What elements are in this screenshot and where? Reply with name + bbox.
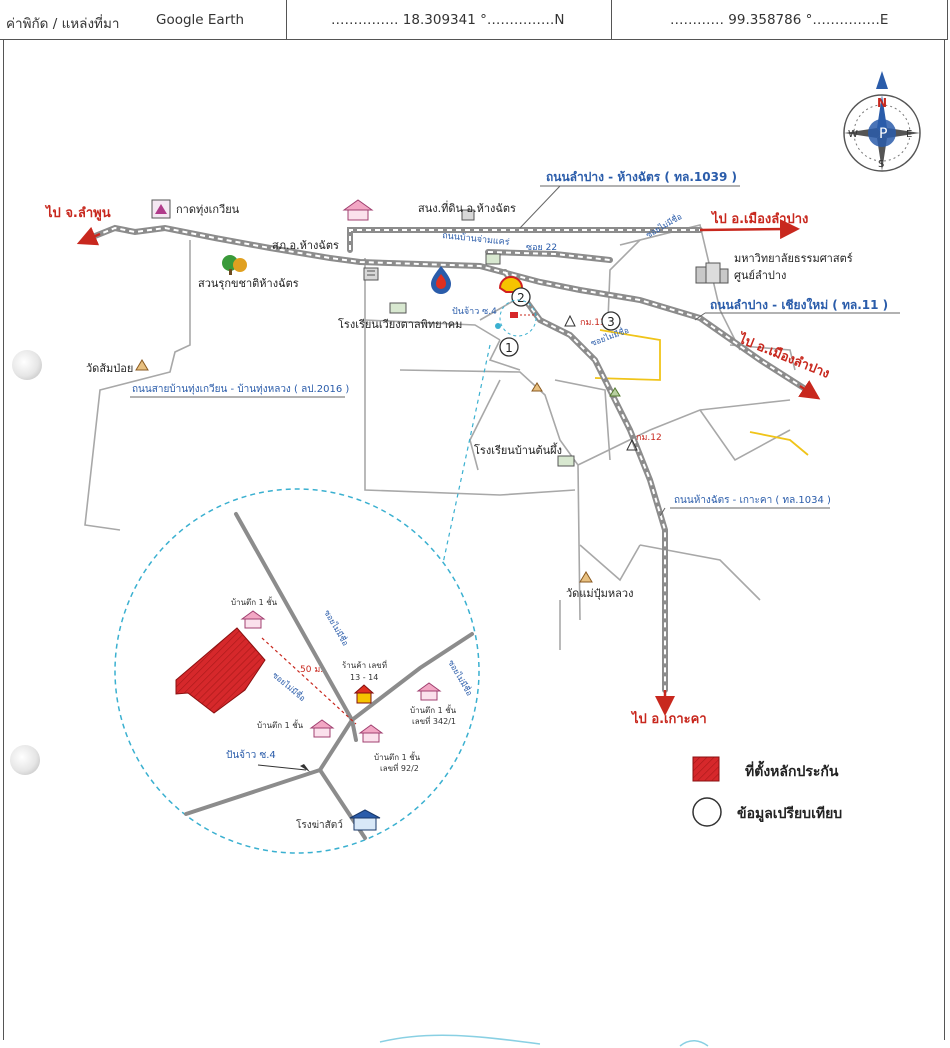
- km-post-icon-2: [626, 438, 638, 451]
- tree-park-icon: [222, 255, 247, 275]
- place-police: สภ.อ.ห้างฉัตร: [272, 239, 339, 252]
- place-suan-rukkhachat: สวนรุกขชาติห้างฉัตร: [198, 277, 299, 290]
- svg-text:1: 1: [505, 341, 513, 355]
- shop-icon: [485, 253, 501, 265]
- inset-detail: [114, 488, 480, 854]
- punch-hole-bottom: [10, 745, 40, 775]
- inset-connector: [441, 344, 491, 569]
- inset-shop-label: ร้านค้า เลขที่: [342, 659, 387, 670]
- marker-3: 3: [601, 311, 621, 331]
- inset-house-right: [416, 682, 442, 701]
- dest-lamphun: ไป จ.ลำพูน: [44, 204, 111, 221]
- compass-e: E: [906, 129, 912, 140]
- longitude-cell: ………… 99.358786 °……………E: [612, 0, 948, 40]
- road-lampang-chiangmai: ถนนลำปาง - เชียงใหม่ ( ทล.11 ): [710, 297, 888, 312]
- place-wat-mae-pum-luang: วัดแม่ปุ๋มหลวง: [566, 587, 633, 600]
- road-lampang-hangchat: ถนนลำปาง - ห้างฉัตร ( ทล.1039 ): [546, 170, 737, 184]
- school-icon-2: [557, 455, 575, 467]
- source-label: ค่าพิกัด / แหล่งที่มา: [6, 16, 120, 32]
- school-icon: [389, 302, 407, 314]
- inset-house-left: [309, 719, 335, 738]
- header-bar: ค่าพิกัด / แหล่งที่มา Google Earth ………………: [0, 0, 950, 42]
- latitude-cell: …………… 18.309341 °……………N: [287, 0, 612, 40]
- legend-collateral-swatch: [692, 756, 720, 782]
- market-icon: [151, 199, 171, 219]
- bottom-swirl: [379, 1034, 709, 1047]
- land-office-icon: [461, 209, 475, 221]
- inset-slaughterhouse-label: โรงฆ่าสัตว์: [296, 818, 343, 831]
- ptt-station-icon: [431, 266, 451, 294]
- map-frame: [3, 40, 945, 1040]
- dest-muang-lampang-top: ไป อ.เมืองลำปาง: [710, 210, 808, 227]
- road-pan-chang: ปันจ้าว ซ.4: [452, 306, 497, 317]
- place-school-ton-phueng: โรงเรียนบ้านต้นผึ้ง: [474, 442, 562, 457]
- dest-ko-kha: ไป อ.เกาะคา: [630, 710, 707, 727]
- inset-house-mid-label: บ้านตึก 1 ชั้น: [374, 751, 421, 762]
- place-land-office: สนง.ที่ดิน อ.ห้างฉัตร: [418, 200, 516, 215]
- longitude-value: ………… 99.358786 °……………E: [670, 12, 889, 28]
- punch-hole-top: [12, 350, 42, 380]
- inset-distance: 50 ม.: [300, 665, 323, 675]
- road-km13: กม.13: [580, 318, 606, 328]
- inset-house-mid-no: เลขที่ 92/2: [380, 762, 419, 773]
- source-value: Google Earth: [156, 12, 245, 28]
- compass-w: W: [848, 129, 858, 140]
- temple-icon: [135, 359, 149, 371]
- marker-1: 1: [499, 337, 519, 357]
- inset-house-top-label: บ้านตึก 1 ชั้น: [231, 596, 278, 607]
- temple-icon-4: [609, 387, 621, 397]
- road-hangchat-kokha: ถนนห้างฉัตร - เกาะคา ( ทล.1034 ): [674, 494, 831, 506]
- compass-n: N: [877, 96, 887, 110]
- place-university: มหาวิทยาลัยธรรมศาสตร์: [734, 252, 853, 265]
- police-icon: [363, 267, 379, 281]
- compass-s: S: [878, 159, 884, 170]
- university-icon: [695, 262, 729, 284]
- inset-house-right-label: บ้านตึก 1 ชั้น: [410, 704, 457, 715]
- marker-2: 2: [511, 287, 531, 307]
- inset-house-mid: [358, 724, 384, 743]
- inset-house-left-label: บ้านตึก 1 ชั้น: [257, 719, 304, 730]
- subject-location-marker: [495, 299, 537, 337]
- legend-collateral-label: ที่ตั้งหลักประกัน: [745, 760, 839, 780]
- legend-comparison-swatch: [692, 797, 722, 827]
- road-thung-kwian: ถนนสายบ้านทุ่งเกวียน - บ้านทุ่งหลวง ( ลป…: [132, 383, 349, 395]
- inset-shop: [353, 684, 375, 704]
- inset-house-top: [240, 610, 266, 629]
- road-km12: กม.12: [636, 433, 662, 443]
- latitude-value: …………… 18.309341 °……………N: [331, 12, 565, 28]
- place-wat-som-poi: วัดส้มป่อย: [86, 362, 133, 375]
- house-icon: [342, 199, 374, 221]
- km-post-icon: [564, 314, 576, 327]
- destination-arrows: [76, 219, 821, 716]
- inset-house-right-no: เลขที่ 342/1: [412, 715, 456, 726]
- svg-text:2: 2: [517, 291, 525, 305]
- svg-text:3: 3: [607, 315, 615, 329]
- minor-roads: [84, 224, 796, 650]
- inset-pan-chang: ปันจ้าว ซ.4: [226, 749, 276, 761]
- inset-slaughterhouse: [349, 809, 381, 831]
- road-soi-22: ซอย 22: [526, 243, 557, 253]
- inset-shop-no: 13 - 14: [350, 673, 378, 682]
- temple-icon-2: [579, 571, 593, 583]
- road-callouts: [130, 185, 900, 517]
- svg-text:P: P: [879, 126, 887, 142]
- place-kad-thung-kwian: กาดทุ่งเกวียน: [176, 203, 240, 216]
- place-school-wiang: โรงเรียนเวียงตาลพิทยาคม: [338, 317, 462, 331]
- collateral-parcel: [175, 627, 266, 714]
- road-soi-no-name-1: ซอยไม่มีชื่อ: [644, 210, 684, 239]
- comparison-markers: 1 2 3: [499, 287, 621, 357]
- compass-rose: P N S E W: [843, 71, 921, 172]
- legend: ที่ตั้งหลักประกัน ข้อมูลเปรียบเทียบ: [692, 756, 842, 827]
- source-cell: ค่าพิกัด / แหล่งที่มา Google Earth: [0, 0, 287, 40]
- legend-comparison-label: ข้อมูลเปรียบเทียบ: [737, 806, 842, 822]
- yellow-roads: [594, 329, 809, 456]
- place-university-campus: ศูนย์ลำปาง: [734, 269, 786, 282]
- temple-icon-3: [531, 382, 543, 392]
